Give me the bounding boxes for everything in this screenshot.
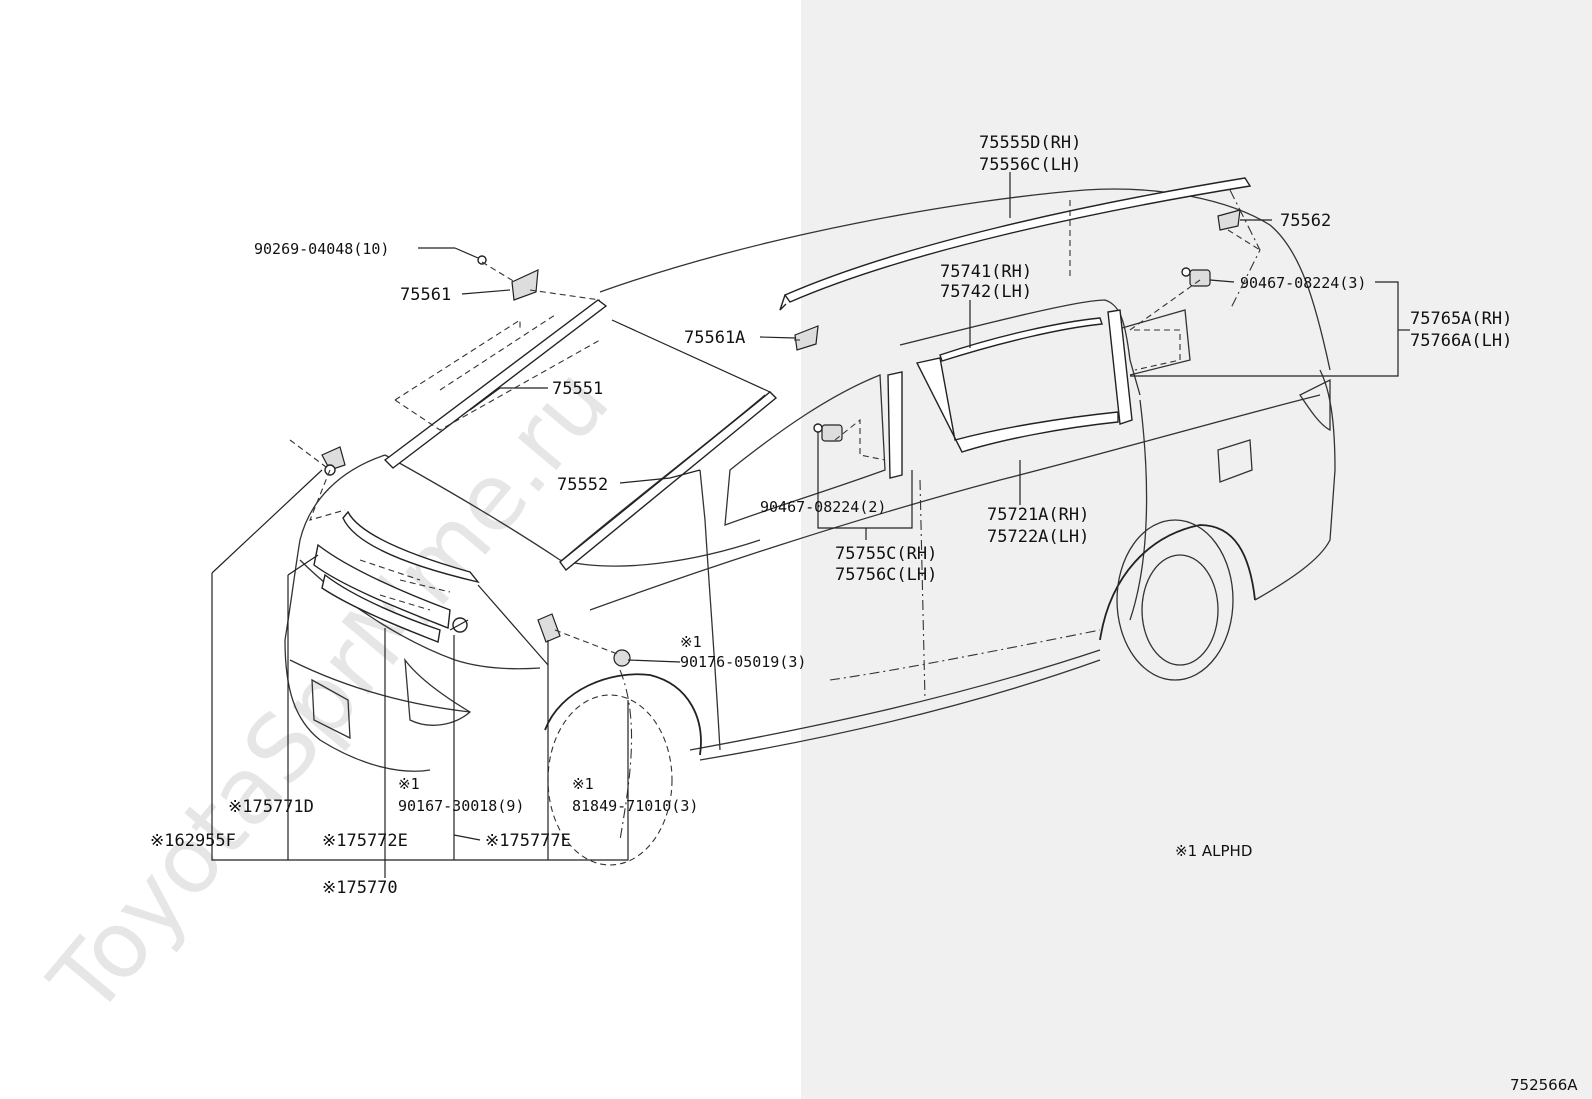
part-75551: [383, 299, 608, 469]
label-75770: ※175770: [322, 878, 398, 898]
part-75755c: [887, 371, 903, 479]
footnote-alphd: ※1 ALPHD: [1175, 842, 1252, 860]
leader-lines: [211, 172, 1410, 878]
label-75561a: 75561A: [684, 328, 745, 348]
part-62955f: [321, 446, 346, 476]
label-62955f: ※162955F: [150, 831, 236, 851]
part-75561: [511, 269, 539, 301]
label-75551: 75551: [552, 379, 603, 399]
part-75721a: [915, 357, 1119, 453]
label-81849-71010: 81849-71010(3): [572, 797, 698, 815]
label-75561: 75561: [400, 285, 451, 305]
part-75552: [559, 391, 778, 572]
label-75756c: 75756C(LH): [835, 565, 937, 585]
part-90467-middle: [813, 423, 843, 442]
reference-lines: [289, 189, 1261, 841]
part-75741: [939, 317, 1103, 362]
label-90176-05019: 90176-05019(3): [680, 653, 806, 671]
part-75772e: [321, 573, 441, 643]
part-90176: [613, 649, 631, 667]
part-labels: 90269-04048(10) 75561 75551 75552 75561A…: [150, 133, 1578, 1094]
label-90467-08224-middle: 90467-08224(2): [760, 498, 886, 516]
label-90167-30018: 90167-30018(9): [398, 797, 524, 815]
part-81849: [537, 613, 561, 643]
part-90167: [449, 617, 469, 633]
shaded-panel: [801, 0, 1592, 1099]
label-75721a: 75721A(RH): [987, 505, 1089, 525]
label-75722a: 75722A(LH): [987, 527, 1089, 547]
label-75556c: 75556C(LH): [979, 155, 1081, 175]
figure-code: 752566A: [1510, 1076, 1578, 1094]
label-90467-08224-upper: 90467-08224(3): [1240, 274, 1366, 292]
label-75552: 75552: [557, 475, 608, 495]
label-75741: 75741(RH): [940, 262, 1032, 282]
label-75766a: 75766A(LH): [1410, 331, 1512, 351]
label-75765a: 75765A(RH): [1410, 309, 1512, 329]
part-75765a: [1107, 309, 1133, 425]
part-75777e: [342, 510, 480, 584]
label-75777e: ※175777E: [485, 831, 571, 851]
label-75755c: 75755C(RH): [835, 544, 937, 564]
label-75742: 75742(LH): [940, 282, 1032, 302]
parts: [313, 177, 1252, 667]
part-75562: [1217, 209, 1241, 231]
label-75771d: ※175771D: [228, 797, 314, 817]
label-75555d: 75555D(RH): [979, 133, 1081, 153]
part-75561a: [794, 325, 819, 351]
part-75771d: [313, 543, 451, 629]
label-mark-81849: ※1: [572, 775, 594, 793]
part-75555d: [783, 177, 1252, 303]
label-75772e: ※175772E: [322, 831, 408, 851]
label-mark-90176: ※1: [680, 633, 702, 651]
label-mark-90167: ※1: [398, 775, 420, 793]
label-90269-04048: 90269-04048(10): [254, 240, 389, 258]
part-90467-upper: [1181, 267, 1211, 287]
label-75562: 75562: [1280, 211, 1331, 231]
